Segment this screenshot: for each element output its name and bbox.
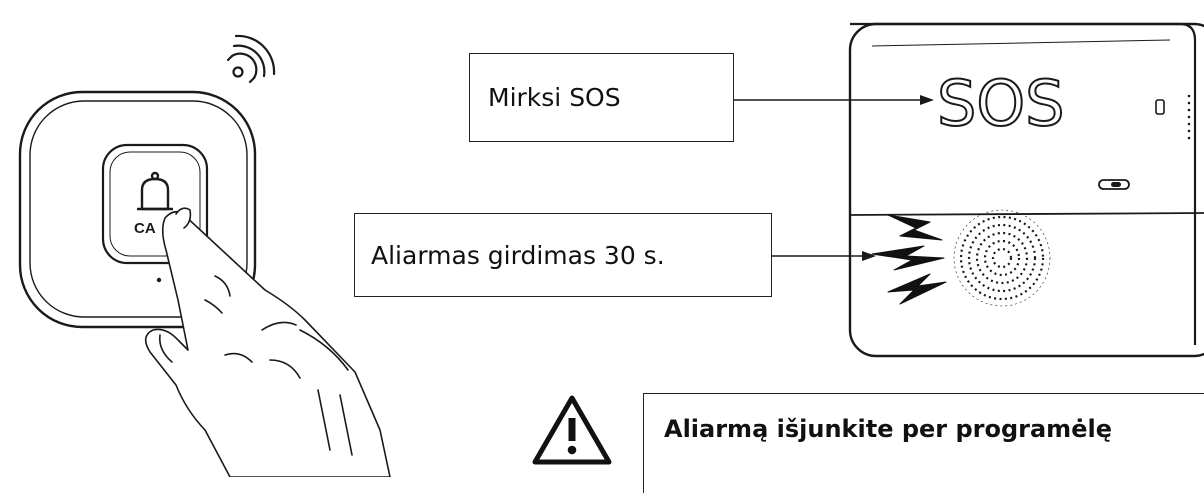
- warning-note: Aliarmą išjunkite per programėlę: [643, 393, 1204, 493]
- diagram-canvas: CA SOS: [18, 22, 1204, 477]
- arrow-to-sos: [734, 95, 934, 105]
- label-blink-sos-text: Mirksi SOS: [488, 83, 621, 112]
- speaker-grille: [953, 209, 1051, 307]
- hand-illustration: [144, 207, 391, 477]
- panel-sos-text: SOS: [937, 67, 1065, 140]
- lightning-icon: [871, 214, 947, 305]
- call-button-device: [18, 90, 257, 329]
- label-alarm-duration-text: Aliarmas girdimas 30 s.: [371, 240, 665, 270]
- call-button-text: CA: [134, 220, 156, 237]
- alarm-receiver-device: [848, 22, 1204, 358]
- label-alarm-duration: Aliarmas girdimas 30 s.: [354, 213, 772, 297]
- warning-icon: [532, 395, 612, 465]
- warning-note-text: Aliarmą išjunkite per programėlę: [664, 415, 1112, 443]
- label-blink-sos: Mirksi SOS: [469, 53, 734, 142]
- arrow-to-speaker: [772, 251, 876, 261]
- bell-icon: [137, 171, 173, 211]
- wifi-icon: [226, 34, 276, 84]
